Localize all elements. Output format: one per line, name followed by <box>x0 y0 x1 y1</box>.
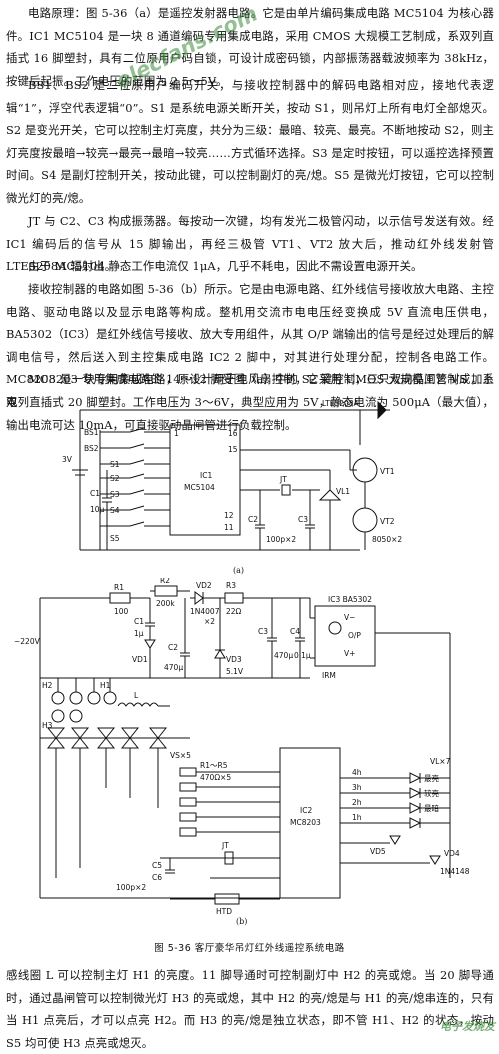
label-r3-value: 22Ω <box>226 607 242 616</box>
label-htd: HTD <box>216 907 232 916</box>
label-ac: ~220V <box>14 637 41 646</box>
caption-b: (b) <box>236 917 248 926</box>
label-jt: JT <box>221 841 229 850</box>
label-vt-part: 8050×2 <box>372 535 402 544</box>
label-pin4h: 4h <box>352 768 362 777</box>
label-vs: VS×5 <box>170 751 191 760</box>
paragraph-principle: 电路原理：图 5-36（a）是遥控发射器电路。它是由单片编码集成电路 MC510… <box>6 6 494 88</box>
label-pin15: 15 <box>228 445 238 454</box>
label-vl1: VL1 <box>336 487 350 496</box>
label-c3: C3 <box>298 515 308 524</box>
paragraph-switches: BS1、BS2 是二位原用户编码开关，与接收控制器中的解码电路相对应，接地代表逻… <box>6 78 494 205</box>
paragraph-lamp-control: 感线圈 L 可以控制主灯 H1 的亮度。11 脚导通时可控制副灯中 H2 的亮或… <box>6 968 494 1050</box>
label-ic3: IC3 BA5302 <box>328 595 372 604</box>
label-pin1h: 1h <box>352 813 362 822</box>
label-s5: S5 <box>110 534 120 543</box>
label-s2: S2 <box>110 474 120 483</box>
label-r2-value: 200k <box>156 599 175 608</box>
label-jt: JT <box>279 475 287 484</box>
label-c1-value: 10μ <box>90 505 105 514</box>
label-pin1: 1 <box>174 429 179 438</box>
label-pin3h: 3h <box>352 783 362 792</box>
label-ic2: IC2 <box>300 806 312 815</box>
label-c2-value: 470μ <box>164 663 183 672</box>
label-c6: C6 <box>152 873 162 882</box>
label-vd4: VD4 <box>444 849 460 858</box>
label-irm: IRM <box>322 671 336 680</box>
label-c1: C1 <box>134 617 144 626</box>
label-v-minus: V− <box>344 613 355 622</box>
label-c4: C4 <box>290 627 300 636</box>
label-battery: 3V <box>62 455 73 464</box>
label-c1: C1 <box>90 489 100 498</box>
label-c2: C2 <box>168 643 178 652</box>
label-r-series-value: 470Ω×5 <box>200 773 231 782</box>
label-h2: H2 <box>42 681 53 690</box>
paragraph-current: 由于 MC5104 静态工作电流仅 1μA，几乎不耗电，因此不需设置电源开关。 <box>28 259 423 273</box>
label-h3: H3 <box>42 721 53 730</box>
label-ic1-part: MC5104 <box>184 483 215 492</box>
label-vt2: VT2 <box>380 517 395 526</box>
label-r1: R1 <box>114 583 124 592</box>
label-pin16: 16 <box>228 429 238 438</box>
label-c3-value: 470μ <box>274 651 293 660</box>
label-c2: C2 <box>248 515 258 524</box>
label-c4-value: 0.1μ <box>294 651 311 660</box>
label-r-series: R1～R5 <box>200 761 228 770</box>
label-ir-led: LTE5208A <box>322 399 360 408</box>
label-inductor: L <box>134 691 139 700</box>
label-h1: H1 <box>100 681 111 690</box>
label-s3: S3 <box>110 490 120 499</box>
label-vl7: VL×7 <box>430 757 451 766</box>
circuit-diagram-a: BS1 BS2 S1 S2 S3 S4 S5 3V C1 10μ IC1 MC5… <box>62 399 402 551</box>
label-pin2h: 2h <box>352 798 362 807</box>
watermark-corner: 电子发烧友 <box>440 1020 495 1033</box>
label-vd2-count: ×2 <box>204 617 215 626</box>
label-op: O/P <box>348 631 361 640</box>
label-vd4-part: 1N4148 <box>440 867 470 876</box>
paragraph-receiver: 接收控制器的电路如图 5-36（b）所示。它是由电源电路、红外线信号接收放大电路… <box>6 282 494 432</box>
label-vd3-value: 5.1V <box>226 667 244 676</box>
label-r3: R3 <box>226 581 236 590</box>
label-s1: S1 <box>110 460 120 469</box>
label-bs1: BS1 <box>84 428 99 437</box>
label-s4: S4 <box>110 506 120 515</box>
circuit-diagram-b: ~220V R1 100 R2 200k VD2 1N4007 ×2 R3 22… <box>14 578 470 916</box>
label-ic2-part: MC8203 <box>290 818 321 827</box>
label-vd2-part: 1N4007 <box>190 607 220 616</box>
label-vd2: VD2 <box>196 581 212 590</box>
label-level-max: 最亮 <box>424 773 439 783</box>
label-vd5: VD5 <box>370 847 386 856</box>
label-c1-value: 1μ <box>134 629 144 638</box>
label-pin12: 12 <box>224 511 234 520</box>
paragraph-oscillator: JT 与 C2、C3 构成振荡器。每按动一次键，均有发光二极管闪动，以示信号发送… <box>6 214 494 274</box>
label-r2: R2 <box>160 578 170 585</box>
label-vt1: VT1 <box>380 467 395 476</box>
label-c56-value: 100p×2 <box>116 883 146 892</box>
label-vd3: VD3 <box>226 655 242 664</box>
figure-title: 图 5-36 客厅豪华吊灯红外线遥控系统电路 <box>154 943 345 954</box>
label-vd1: VD1 <box>132 655 148 664</box>
label-c3: C3 <box>258 627 268 636</box>
paragraph-mc8203: MC8203 专用集成电路的 14～12 脚受图（a）中的 S2 键控制，三只双… <box>6 372 494 409</box>
label-level-mid: 较亮 <box>424 788 439 798</box>
label-c5: C5 <box>152 861 162 870</box>
label-bs2: BS2 <box>84 444 99 453</box>
label-level-min: 最暗 <box>424 803 439 813</box>
label-ic1: IC1 <box>200 471 212 480</box>
label-pin11: 11 <box>224 523 234 532</box>
label-r1-value: 100 <box>114 607 129 616</box>
label-v-plus: V+ <box>344 649 355 658</box>
label-cap-value: 100p×2 <box>266 535 296 544</box>
caption-a: (a) <box>233 566 245 575</box>
